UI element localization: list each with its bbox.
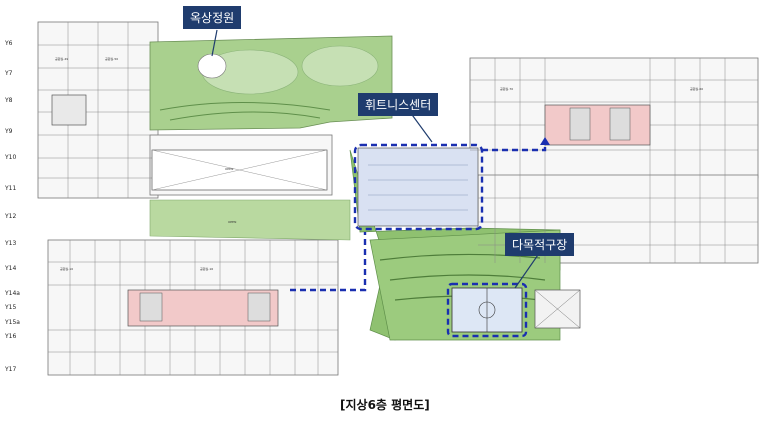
highlight-routes xyxy=(290,140,547,338)
grid-label: Y17 xyxy=(5,366,17,373)
grid-label: Y12 xyxy=(5,213,17,220)
svg-text:OPEN: OPEN xyxy=(225,167,233,171)
callout-multipurpose-court: 다목적구장 xyxy=(505,233,575,256)
svg-text:공원실-16: 공원실-16 xyxy=(200,266,213,271)
grid-label: Y8 xyxy=(5,97,13,104)
svg-text:공원실-60: 공원실-60 xyxy=(690,86,703,91)
grid-label: Y7 xyxy=(5,70,13,77)
grid-label: Y15a xyxy=(5,319,20,326)
floor-plan-caption: [지상6층 평면도] xyxy=(340,398,430,412)
grid-label: Y13 xyxy=(5,240,17,247)
route-right-wing xyxy=(482,140,547,152)
svg-text:공원실-10: 공원실-10 xyxy=(60,266,73,271)
fitness-center-room xyxy=(357,147,479,227)
svg-text:OPEN: OPEN xyxy=(228,220,236,224)
court-highlight xyxy=(446,282,528,338)
svg-text:공원실-49: 공원실-49 xyxy=(55,56,68,61)
callout-rooftop-garden: 옥상정원 xyxy=(183,6,242,29)
grid-label: Y9 xyxy=(5,128,13,135)
fitness-highlight xyxy=(353,143,484,231)
svg-text:공원실-50: 공원실-50 xyxy=(105,56,118,61)
callout-fitness-center: 휘트니스센터 xyxy=(358,93,439,116)
grid-label: Y16 xyxy=(5,333,17,340)
room-grid-left-top xyxy=(38,22,158,198)
stair-core-left-top xyxy=(51,94,87,126)
grid-label: Y10 xyxy=(5,154,17,161)
grid-label: Y6 xyxy=(5,40,13,47)
landscape-band xyxy=(149,199,351,241)
route-to-fitness xyxy=(290,232,367,292)
grid-label: Y14 xyxy=(5,265,17,272)
rooftop-garden xyxy=(149,35,393,131)
grid-label: Y15 xyxy=(5,304,17,311)
grid-label: Y14a xyxy=(5,290,20,297)
svg-text:공원실-70: 공원실-70 xyxy=(500,86,513,91)
callout-pointers xyxy=(211,29,541,289)
core-pink-right xyxy=(544,104,651,146)
grid-label: Y11 xyxy=(5,185,17,192)
route-arrow xyxy=(540,137,550,145)
